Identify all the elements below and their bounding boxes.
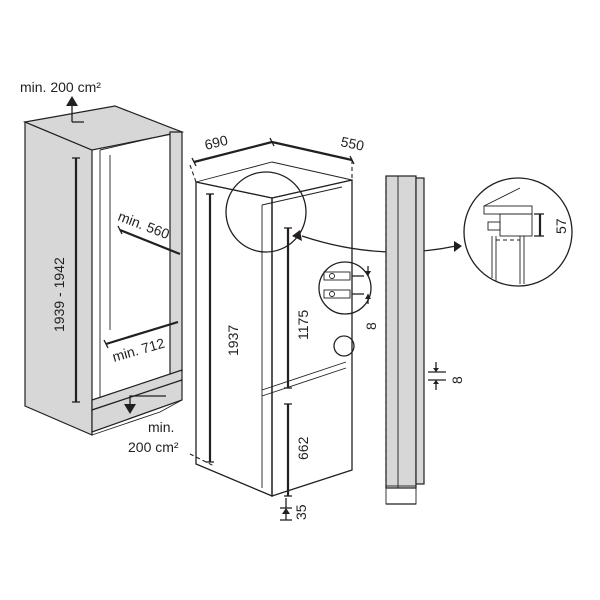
detail-connector	[292, 230, 462, 253]
niche-width-dimension	[103, 320, 179, 349]
niche-depth-dimension	[117, 225, 181, 256]
detail-circle-hinge	[318, 261, 372, 315]
height-label: 1937	[225, 325, 241, 356]
niche-height-label: 1939 - 1942	[51, 257, 67, 332]
appliance	[195, 161, 353, 497]
top-vent-arrow	[66, 96, 84, 123]
hinge-gap-label: 8	[363, 322, 379, 330]
side-panel	[385, 175, 425, 505]
appliance-top	[195, 161, 353, 199]
niche-right-wall	[169, 131, 183, 382]
foot-label: 35	[293, 504, 309, 520]
detail-zoom-circle	[463, 177, 573, 287]
depth-dimension	[271, 140, 355, 180]
bottom-vent-arrow	[124, 395, 166, 414]
niche-height-dimension	[72, 157, 80, 403]
upper-section-dimension	[284, 227, 292, 389]
bottom-vent-label-line1: min.	[148, 419, 174, 435]
detail-circle-small	[333, 335, 355, 357]
width-label: 690	[203, 132, 230, 153]
width-dimension	[189, 137, 275, 183]
foot-dimension	[280, 498, 292, 521]
appliance-side	[271, 179, 353, 497]
top-vent-label: min. 200 cm²	[20, 79, 101, 95]
bottom-vent-label-line2: 200 cm²	[128, 439, 179, 455]
hinge-detail	[323, 266, 371, 304]
detail-circle-top	[225, 171, 307, 253]
lower-section-dimension	[284, 403, 292, 497]
side-gap-dimension	[428, 362, 446, 390]
detail-height-label: 57	[553, 218, 569, 234]
depth-label: 550	[339, 133, 365, 154]
detail-zoom	[463, 177, 573, 287]
lower-section-label: 662	[295, 436, 311, 460]
side-gap-label: 8	[449, 376, 465, 384]
niche	[22, 105, 185, 436]
height-dimension	[189, 193, 215, 467]
niche-depth-label: min. 560	[116, 208, 172, 242]
upper-section-label: 1175	[295, 310, 311, 340]
